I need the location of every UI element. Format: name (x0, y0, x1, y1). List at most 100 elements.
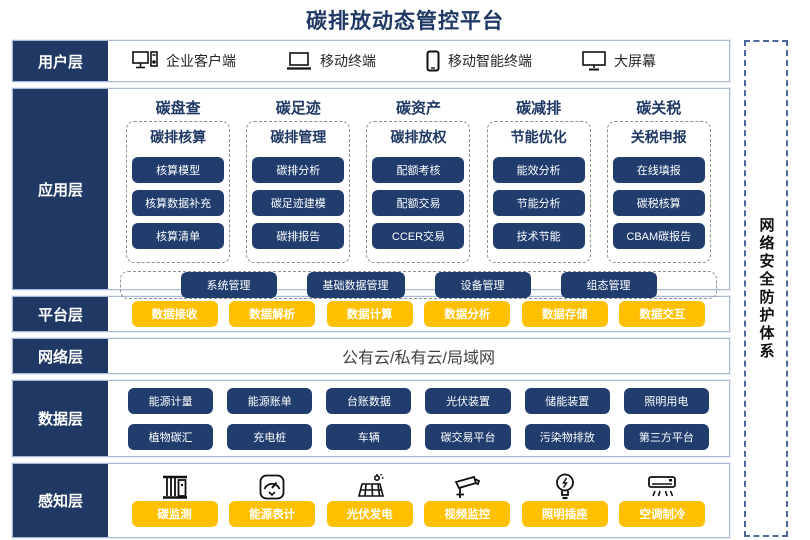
module-pill: 能效分析 (492, 156, 585, 183)
module-pill: 碳足迹建模 (252, 189, 345, 216)
layer-network: 网络层 公有云/私有云/局域网 (12, 338, 730, 374)
app-subgroup-title: 关税申报 (630, 129, 687, 145)
layer-application-content: 碳盘查 碳排核算 核算模型 核算数据补充 核算清单 碳足迹 碳排管理 碳排分析 … (108, 89, 729, 299)
app-subgroup-title: 碳排管理 (270, 129, 327, 145)
data-source-pill: 照明用电 (623, 387, 709, 414)
perception-label-pill: 光伏发电 (326, 501, 413, 527)
app-group-title: 碳关税 (636, 100, 682, 117)
perception-label-pill: 能源表计 (229, 501, 316, 527)
app-subgroup-title: 碳排核算 (150, 129, 207, 145)
layer-perception: 感知层 碳监测 (12, 463, 730, 538)
perception-device-energy-meter: 能源表计 (229, 472, 316, 527)
layer-perception-label: 感知层 (13, 464, 108, 537)
layer-network-label: 网络层 (13, 339, 108, 373)
perception-device-carbon-monitor: 碳监测 (131, 472, 218, 527)
app-column-carbon-reduction: 碳减排 节能优化 能效分析 节能分析 技术节能 (483, 95, 595, 263)
layer-network-content: 公有云/私有云/局域网 (108, 339, 729, 373)
user-terminal-enterprise: 企业客户端 (132, 51, 236, 71)
app-subgroup-title: 碳排放权 (390, 129, 447, 145)
user-terminal-label: 移动智能终端 (448, 53, 532, 69)
app-module-box: 碳排核算 核算模型 核算数据补充 核算清单 (126, 121, 231, 263)
user-terminal-bigscreen: 大屏幕 (582, 51, 656, 71)
platform-module-pill: 数据计算 (326, 301, 413, 327)
air-conditioner-icon (647, 472, 677, 501)
data-source-pill: 植物碳汇 (128, 423, 214, 450)
security-sidebar: 网络安全防护体系 (744, 40, 788, 537)
security-sidebar-label: 网络安全防护体系 (757, 216, 775, 361)
module-pill: 组态管理 (560, 272, 657, 298)
architecture-diagram: 用户层 企业客户端 移动终端 (12, 40, 730, 538)
data-source-pill: 充电桩 (227, 423, 313, 450)
module-pill: 基础数据管理 (306, 272, 405, 298)
module-pill: 核算数据补充 (132, 189, 225, 216)
module-pill: 碳排报告 (252, 222, 345, 249)
module-pill: 在线填报 (612, 156, 705, 183)
perception-device-solar: 光伏发电 (326, 472, 413, 527)
module-pill: 核算模型 (132, 156, 225, 183)
data-source-pill: 能源账单 (227, 387, 313, 414)
module-pill: CCER交易 (372, 222, 465, 249)
data-source-pill: 能源计量 (128, 387, 214, 414)
light-bulb-icon (555, 472, 575, 501)
module-pill: 碳排分析 (252, 156, 345, 183)
module-pill: 配额交易 (372, 189, 465, 216)
application-columns: 碳盘查 碳排核算 核算模型 核算数据补充 核算清单 碳足迹 碳排管理 碳排分析 … (114, 95, 723, 263)
platform-module-pill: 数据分析 (424, 301, 511, 327)
layer-data-label: 数据层 (13, 381, 108, 456)
desktop-pc-icon (132, 51, 158, 71)
module-pill: 设备管理 (434, 272, 531, 298)
cctv-camera-icon (452, 472, 482, 501)
module-pill: 技术节能 (492, 222, 585, 249)
layer-perception-content: 碳监测 能源表计 (108, 464, 729, 537)
data-source-pill: 台账数据 (326, 387, 412, 414)
layer-application-label: 应用层 (13, 89, 108, 289)
big-screen-icon (582, 51, 606, 71)
layer-data-content: 能源计量 能源账单 台账数据 光伏装置 储能装置 照明用电 植物碳汇 充电桩 车… (108, 381, 729, 456)
layer-user-content: 企业客户端 移动终端 移动智能终端 (108, 41, 729, 81)
app-column-carbon-footprint: 碳足迹 碳排管理 碳排分析 碳足迹建模 碳排报告 (242, 95, 354, 263)
data-source-pill: 车辆 (326, 423, 412, 450)
module-pill: 系统管理 (180, 272, 277, 298)
data-source-pill: 储能装置 (524, 387, 610, 414)
perception-device-cctv: 视频监控 (424, 472, 511, 527)
perception-label-pill: 碳监测 (131, 501, 218, 527)
platform-module-pill: 数据交互 (619, 301, 706, 327)
perception-device-hvac: 空调制冷 (619, 472, 706, 527)
module-pill: 配额考核 (372, 156, 465, 183)
data-source-pill: 光伏装置 (425, 387, 511, 414)
layer-user: 用户层 企业客户端 移动终端 (12, 40, 730, 82)
layer-user-label: 用户层 (13, 41, 108, 81)
layer-data: 数据层 能源计量 能源账单 台账数据 光伏装置 储能装置 照明用电 植物碳汇 充… (12, 380, 730, 457)
app-column-carbon-tariff: 碳关税 关税申报 在线填报 碳税核算 CBAM碳报告 (603, 95, 715, 263)
solar-power-icon (355, 472, 385, 501)
smartphone-icon (426, 50, 440, 72)
app-module-box: 节能优化 能效分析 节能分析 技术节能 (486, 121, 591, 263)
app-column-carbon-inventory: 碳盘查 碳排核算 核算模型 核算数据补充 核算清单 (122, 95, 234, 263)
layer-platform: 平台层 数据接收 数据解析 数据计算 数据分析 数据存储 数据交互 (12, 296, 730, 332)
user-terminal-mobile: 移动终端 (286, 51, 376, 71)
app-column-carbon-asset: 碳资产 碳排放权 配额考核 配额交易 CCER交易 (362, 95, 474, 263)
user-terminal-label: 企业客户端 (166, 53, 236, 69)
perception-device-lighting: 照明插座 (521, 472, 608, 527)
platform-module-pill: 数据解析 (229, 301, 316, 327)
module-pill: CBAM碳报告 (612, 222, 705, 249)
perception-label-pill: 照明插座 (521, 501, 608, 527)
module-pill: 碳税核算 (612, 189, 705, 216)
module-pill: 节能分析 (492, 189, 585, 216)
app-common-modules-box: 系统管理 基础数据管理 设备管理 组态管理 (120, 271, 717, 299)
app-module-box: 碳排放权 配额考核 配额交易 CCER交易 (366, 121, 471, 263)
app-group-title: 碳资产 (395, 100, 441, 117)
data-source-pill: 第三方平台 (623, 423, 709, 450)
data-source-pill: 碳交易平台 (425, 423, 511, 450)
module-pill: 核算清单 (132, 222, 225, 249)
layer-platform-content: 数据接收 数据解析 数据计算 数据分析 数据存储 数据交互 (108, 297, 729, 331)
perception-label-pill: 视频监控 (424, 501, 511, 527)
laptop-icon (286, 51, 312, 71)
user-terminal-label: 大屏幕 (614, 53, 656, 69)
app-module-box: 碳排管理 碳排分析 碳足迹建模 碳排报告 (246, 121, 351, 263)
perception-label-pill: 空调制冷 (619, 501, 706, 527)
network-cloud-text: 公有云/私有云/局域网 (342, 350, 495, 367)
user-terminal-label: 移动终端 (320, 53, 376, 69)
carbon-monitor-icon (161, 472, 189, 501)
app-module-box: 关税申报 在线填报 碳税核算 CBAM碳报告 (606, 121, 711, 263)
